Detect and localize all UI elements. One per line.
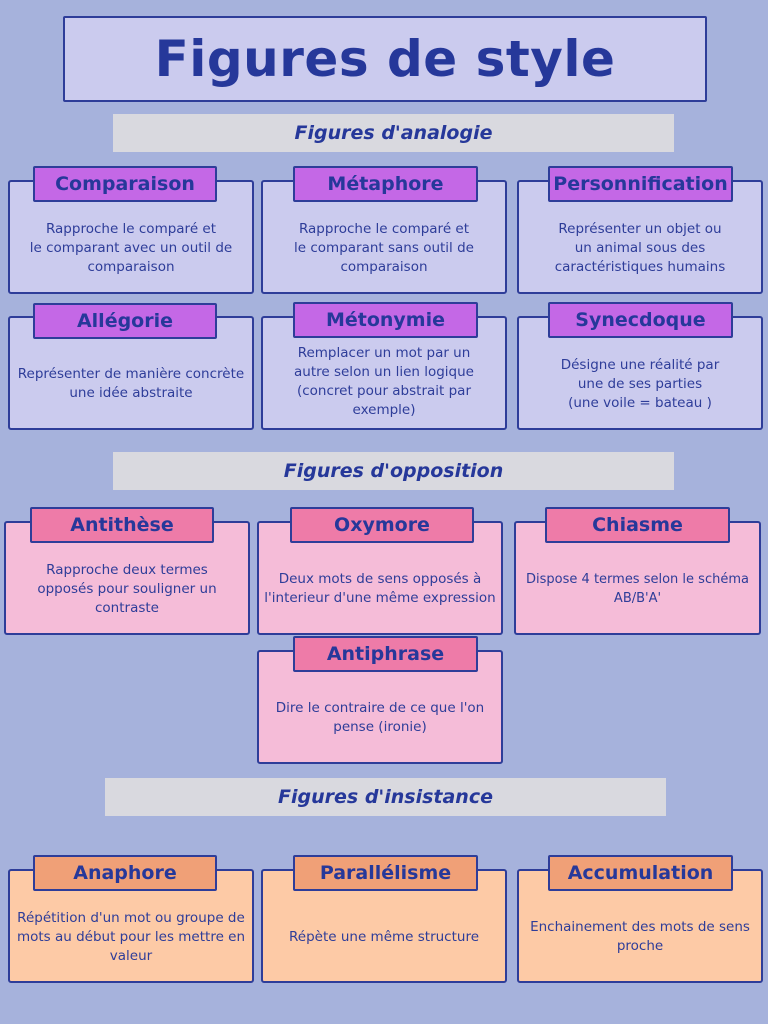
desc-allegorie: Représenter de manière concrète une idée… <box>17 366 245 401</box>
page-title: Figures de style <box>154 30 616 88</box>
desc-synecdoque: Désigne une réalité par une de ses parti… <box>560 356 720 411</box>
desc-anaphore: Répétition d'un mot ou groupe de mots au… <box>16 909 246 964</box>
desc-accumulation: Enchainement des mots de sens proche <box>530 919 750 954</box>
label-antiphrase: Antiphrase <box>293 636 478 672</box>
section-header-analogie: Figures d'analogie <box>113 114 674 152</box>
desc-parallelisme: Répète une même structure <box>288 928 480 945</box>
label-anaphore: Anaphore <box>33 855 217 891</box>
label-oxymore: Oxymore <box>290 507 474 543</box>
desc-comparaison: Rapproche le comparé et le comparant ave… <box>29 220 233 275</box>
desc-oxymore: Deux mots de sens opposés à l'interieur … <box>264 571 496 606</box>
label-personnification: Personnification <box>548 166 733 202</box>
section-header-opposition: Figures d'opposition <box>113 452 674 490</box>
desc-metonymie: Remplacer un mot par un autre selon un l… <box>294 345 474 418</box>
label-antithese: Antithèse <box>30 507 214 543</box>
label-accumulation: Accumulation <box>548 855 733 891</box>
label-metaphore: Métaphore <box>293 166 478 202</box>
label-metonymie: Métonymie <box>293 302 478 338</box>
label-allegorie: Allégorie <box>33 303 217 339</box>
section-header-insistance: Figures d'insistance <box>105 778 666 816</box>
desc-chiasme: Dispose 4 termes selon le schéma AB/B'A' <box>526 572 749 606</box>
label-comparaison: Comparaison <box>33 166 217 202</box>
label-synecdoque: Synecdoque <box>548 302 733 338</box>
desc-personnification: Représenter un objet ou un animal sous d… <box>554 220 726 275</box>
title-box: Figures de style <box>63 16 707 102</box>
label-chiasme: Chiasme <box>545 507 730 543</box>
desc-antithese: Rapproche deux termes opposés pour souli… <box>37 561 217 616</box>
desc-antiphrase: Dire le contraire de ce que l'on pense (… <box>275 700 485 735</box>
label-parallelisme: Parallélisme <box>293 855 478 891</box>
desc-metaphore: Rapproche le comparé et le comparant san… <box>294 220 474 275</box>
